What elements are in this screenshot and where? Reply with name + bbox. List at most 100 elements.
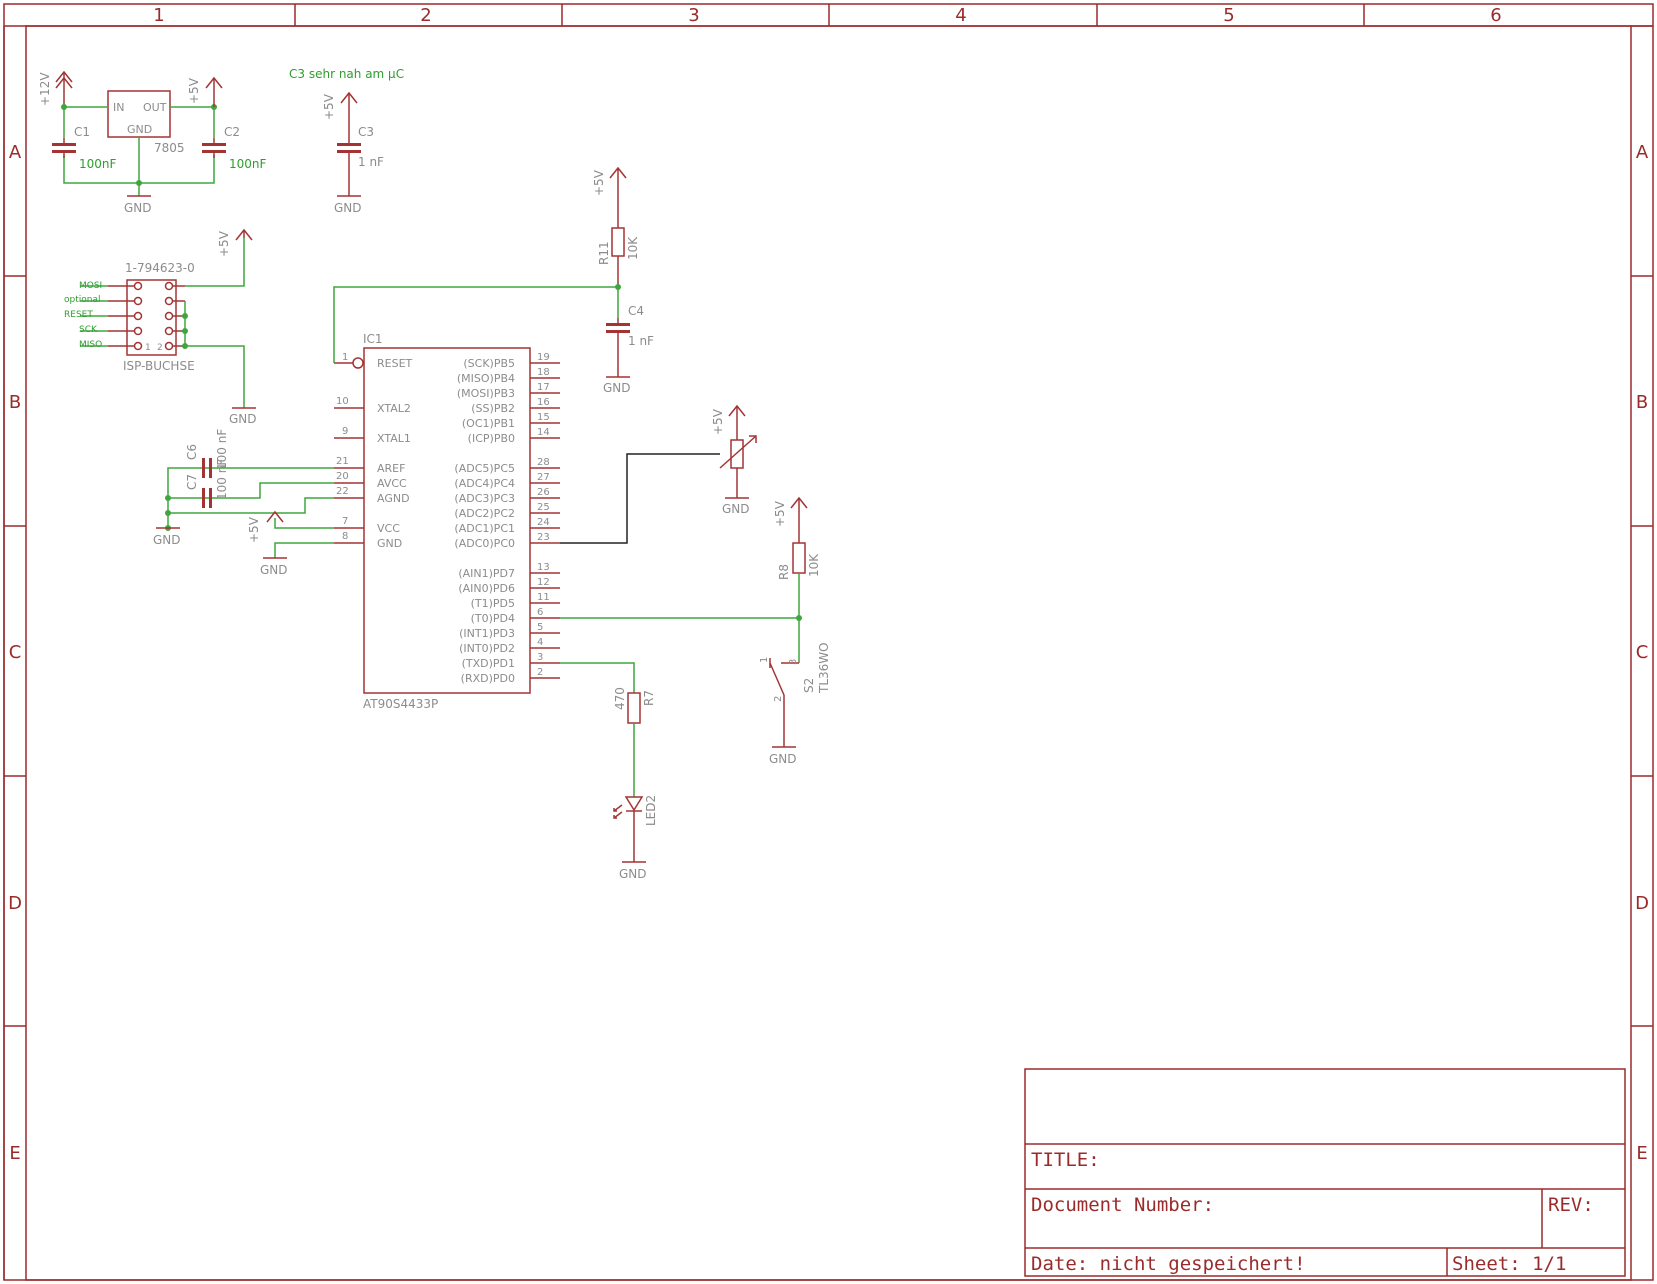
ic1-pin-num: 27 xyxy=(537,472,550,483)
ic1-pin-label: (ADC2)PC2 xyxy=(454,507,515,520)
isp-pins xyxy=(108,281,185,351)
s2-pin3: 3 xyxy=(788,659,799,665)
r8-name: R8 xyxy=(777,564,791,580)
revision-label: REV: xyxy=(1548,1194,1594,1216)
ic1-pin-label: (RXD)PD0 xyxy=(461,672,515,685)
capacitor-c3 xyxy=(337,138,361,196)
isp-signal-mosi: MOSI xyxy=(79,281,102,291)
ic1-pin-num: 18 xyxy=(537,367,550,378)
s2-name: S2 xyxy=(802,678,816,693)
ic1-pin-label: AVCC xyxy=(377,477,407,490)
ic1-pin-label: (ICP)PB0 xyxy=(468,432,515,445)
ic1-pin-num: 22 xyxy=(336,486,349,497)
document-number-label: Document Number: xyxy=(1031,1194,1214,1216)
ic1-pin-num: 3 xyxy=(537,652,543,663)
s2-part: TL36WO xyxy=(817,642,831,694)
ic1-pin-num: 6 xyxy=(537,607,543,618)
potentiometer-wiper-arrow-icon xyxy=(719,435,757,469)
row-label-b-right: B xyxy=(1636,392,1648,413)
gnd-vcc-label: GND xyxy=(260,563,288,577)
c3-name: C3 xyxy=(358,125,374,139)
ic1-name: IC1 xyxy=(363,332,383,346)
capacitor-c6 xyxy=(202,458,212,478)
c1-name: C1 xyxy=(74,125,90,139)
ic1-pin-label: (AIN1)PD7 xyxy=(458,567,515,580)
r7-value: 470 xyxy=(613,687,627,710)
ic1-pin-label: (MOSI)PB3 xyxy=(457,387,515,400)
gnd-pot-label: GND xyxy=(722,502,750,516)
ic1-pin-label: GND xyxy=(377,537,402,550)
c3-section: C3 sehr nah am µC +5V C3 1 nF GND xyxy=(289,67,404,215)
capacitor-c2 xyxy=(202,138,226,158)
row-label-e-left: E xyxy=(9,1143,20,1164)
ic1-pin-num: 13 xyxy=(537,562,550,573)
row-label-c-right: C xyxy=(1636,642,1649,663)
ic1-pin-num: 16 xyxy=(537,397,550,408)
row-label-c-left: C xyxy=(9,642,22,663)
c2-name: C2 xyxy=(224,125,240,139)
supply-5v-r8-label: +5V xyxy=(773,500,787,527)
row-label-e-right: E xyxy=(1636,1143,1647,1164)
capacitor-c1 xyxy=(52,138,76,158)
ic1-pin-label: (T0)PD4 xyxy=(471,612,515,625)
ic1-pin-num: 14 xyxy=(537,427,550,438)
col-label-1: 1 xyxy=(153,5,164,26)
ic1-part: AT90S4433P xyxy=(363,697,438,711)
r7-name: R7 xyxy=(642,690,656,706)
ic1-left-pins: 1 RESET 10 XTAL2 9 XTAL1 21 AREF 20 AVCC… xyxy=(336,352,413,550)
gnd-analog-label: GND xyxy=(153,533,181,547)
ic1-pin-num: 7 xyxy=(342,516,348,527)
c7-value: 100 nF xyxy=(215,459,229,500)
ic1-pin-num: 17 xyxy=(537,382,550,393)
ic1-pin-label: (T1)PD5 xyxy=(471,597,515,610)
isp-signal-sck: SCK xyxy=(79,325,98,335)
potentiometer-section: +5V GND xyxy=(560,404,757,544)
switch-section: +5V R8 10K 1 2 3 S2 TL36WO GND xyxy=(560,496,831,766)
ic1-pin-label: (ADC1)PC1 xyxy=(454,522,515,535)
ic1-pin-label: XTAL2 xyxy=(377,402,411,415)
resistor-r8 xyxy=(792,542,806,574)
c3-note: C3 sehr nah am µC xyxy=(289,67,404,81)
c6-name: C6 xyxy=(185,444,199,460)
isp-signal-reset: RESET xyxy=(64,310,93,320)
supply-5v-reg-icon xyxy=(205,76,223,107)
ic1-pin-num: 23 xyxy=(537,532,550,543)
isp-signal-optional: optional xyxy=(64,295,100,305)
title-label: TITLE: xyxy=(1031,1149,1100,1171)
isp-part: 1-794623-0 xyxy=(125,261,195,275)
col-label-6: 6 xyxy=(1490,5,1501,26)
row-label-a-left: A xyxy=(9,142,22,163)
ic1-pin-label: AREF xyxy=(377,462,405,475)
c1-value: 100nF xyxy=(79,157,117,171)
date-label: Date: nicht gespeichert! xyxy=(1031,1253,1306,1275)
capacitor-c4 xyxy=(606,318,630,377)
ic1-pin-label: (ADC0)PC0 xyxy=(454,537,515,550)
ic1-pin-num: 20 xyxy=(336,471,349,482)
regulator-section: +12V IN OUT GND 7805 C1 100nF xyxy=(38,70,267,215)
isp-pin1: 1 xyxy=(145,343,151,353)
supply-5v-r8-icon xyxy=(790,496,808,543)
ic1-pin-num: 26 xyxy=(537,487,550,498)
ic1-pin-label: (SS)PB2 xyxy=(471,402,515,415)
ic1-pin-num: 2 xyxy=(537,667,543,678)
ic1-right-pin-lines xyxy=(530,362,560,679)
supply-5v-vcc-icon xyxy=(266,510,284,523)
ic1-pin-num: 8 xyxy=(342,531,348,542)
supply-5v-reg-label: +5V xyxy=(187,77,201,104)
ic1-left-pin-lines xyxy=(334,407,364,544)
isp-pin2: 2 xyxy=(157,343,163,353)
supply-5v-pot-label: +5V xyxy=(711,408,725,435)
capacitor-c7 xyxy=(202,488,212,508)
row-label-d-right: D xyxy=(1635,893,1649,914)
reset-network: +5V R11 10K C4 1 nF GND xyxy=(592,166,654,395)
col-label-2: 2 xyxy=(420,5,431,26)
col-label-5: 5 xyxy=(1223,5,1234,26)
gnd-reg-label: GND xyxy=(124,201,152,215)
ic1-body xyxy=(363,347,531,694)
c4-value: 1 nF xyxy=(628,334,654,348)
potentiometer xyxy=(730,439,744,469)
ic1-pin-num: 24 xyxy=(537,517,550,528)
supply-5v-pot-icon xyxy=(728,404,746,440)
